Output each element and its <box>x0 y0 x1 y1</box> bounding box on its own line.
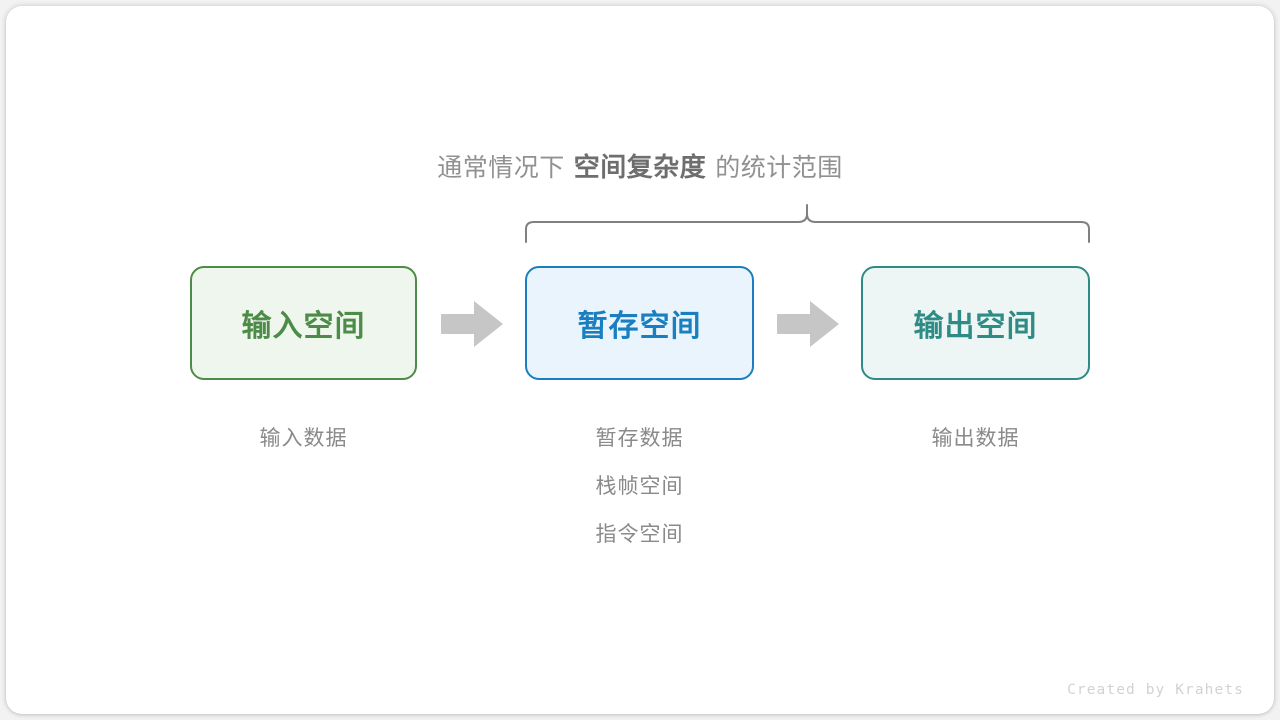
box-input-space[interactable]: 输入空间 <box>190 266 417 380</box>
caption-column-input: 输入数据 <box>190 415 417 463</box>
caption-item: 输出数据 <box>931 427 1020 450</box>
box-input-space-label: 输入空间 <box>241 310 366 343</box>
arrow-temp-to-output <box>777 301 839 347</box>
caption-item: 栈帧空间 <box>595 475 684 498</box>
credit-label: Created by Krahets <box>1067 682 1244 698</box>
box-temp-space-label: 暂存空间 <box>577 310 702 343</box>
box-temp-space[interactable]: 暂存空间 <box>525 266 754 380</box>
right-arrow-icon <box>777 301 839 347</box>
caption-item: 输入数据 <box>259 427 348 450</box>
caption-item: 暂存数据 <box>595 427 684 450</box>
arrow-input-to-temp <box>441 301 503 347</box>
diagram-title: 通常情况下空间复杂度的统计范围 <box>0 148 1280 187</box>
caption-item: 指令空间 <box>595 523 684 546</box>
title-emphasis: 空间复杂度 <box>573 152 707 182</box>
brace-group <box>515 196 1100 252</box>
caption-column-temp: 暂存数据 栈帧空间 指令空间 <box>525 415 754 559</box>
box-output-space[interactable]: 输出空间 <box>861 266 1090 380</box>
title-suffix: 的统计范围 <box>715 154 843 182</box>
curly-brace-icon <box>525 204 1090 243</box>
box-output-space-label: 输出空间 <box>913 310 1038 343</box>
right-arrow-icon <box>441 301 503 347</box>
title-prefix: 通常情况下 <box>437 154 565 182</box>
caption-column-output: 输出数据 <box>861 415 1090 463</box>
